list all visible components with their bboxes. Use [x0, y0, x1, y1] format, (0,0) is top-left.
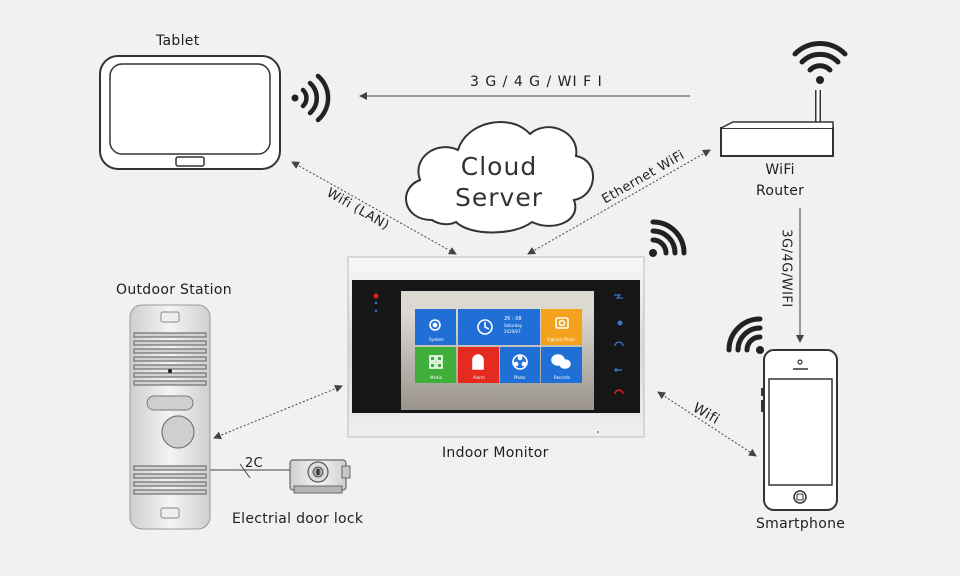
film-reel-icon	[512, 354, 528, 370]
link-outdoor-monitor	[213, 384, 343, 440]
grid-icon	[429, 355, 443, 369]
screen-day: Saturday	[504, 323, 523, 328]
call-button	[161, 415, 195, 449]
wifi-router-label: WiFi Router	[756, 162, 805, 199]
bell-icon	[472, 354, 484, 370]
screen-date: 2020/07	[504, 329, 521, 334]
cloud-line-1: Cloud	[460, 152, 538, 181]
router-device	[720, 90, 834, 157]
router-phone-link-label: 3G/4G/WIFI	[778, 229, 794, 308]
monitor-button-icon	[614, 294, 623, 299]
door-lock-device	[289, 459, 351, 494]
wire-2c-tick	[239, 463, 251, 479]
tile-playback	[500, 347, 540, 383]
link-router-monitor	[527, 149, 711, 255]
tile-alarm-caption: Alarm	[473, 375, 485, 380]
cloud-line-2: Server	[455, 183, 543, 212]
home-button	[793, 490, 807, 504]
monitor-wifi-icon	[649, 219, 687, 257]
tile-photo-caption: Vigilant Photo	[547, 337, 575, 342]
tile-media-caption: Media	[430, 375, 443, 380]
tile-system-caption: System	[429, 337, 444, 342]
gear-icon	[429, 319, 441, 331]
tablet-device	[99, 55, 281, 170]
monitor-side-buttons	[614, 294, 624, 395]
smartphone-device	[761, 349, 838, 511]
tile-records-caption: Records	[554, 375, 570, 380]
screen-time: 26 : 08	[504, 316, 522, 322]
tile-playback-caption: Photo	[514, 375, 526, 380]
door-lock-label: Electrial door lock	[232, 511, 364, 527]
tablet-label: Tablet	[156, 33, 200, 49]
phone-wifi-icon	[726, 316, 764, 354]
tablet-wifi-icon	[291, 73, 331, 123]
smartphone-label: Smartphone	[756, 516, 846, 532]
outdoor-station-label: Outdoor Station	[116, 282, 232, 298]
photo-icon	[555, 317, 569, 329]
outdoor-station	[129, 304, 211, 530]
indoor-monitor-label: Indoor Monitor	[442, 445, 549, 461]
router-wifi-icon	[792, 41, 848, 84]
chat-icon	[551, 354, 571, 369]
tile-photo	[541, 309, 582, 345]
clock-icon	[477, 319, 493, 335]
link-tablet-monitor	[291, 161, 457, 255]
link-monitor-phone	[657, 391, 757, 457]
cloud-server-label: Cloud Server	[440, 151, 558, 213]
wire-2c-label: 2C	[245, 456, 263, 471]
tile-clock	[458, 309, 540, 345]
link-3g-label: 3 G / 4 G / WI F I	[470, 74, 603, 90]
